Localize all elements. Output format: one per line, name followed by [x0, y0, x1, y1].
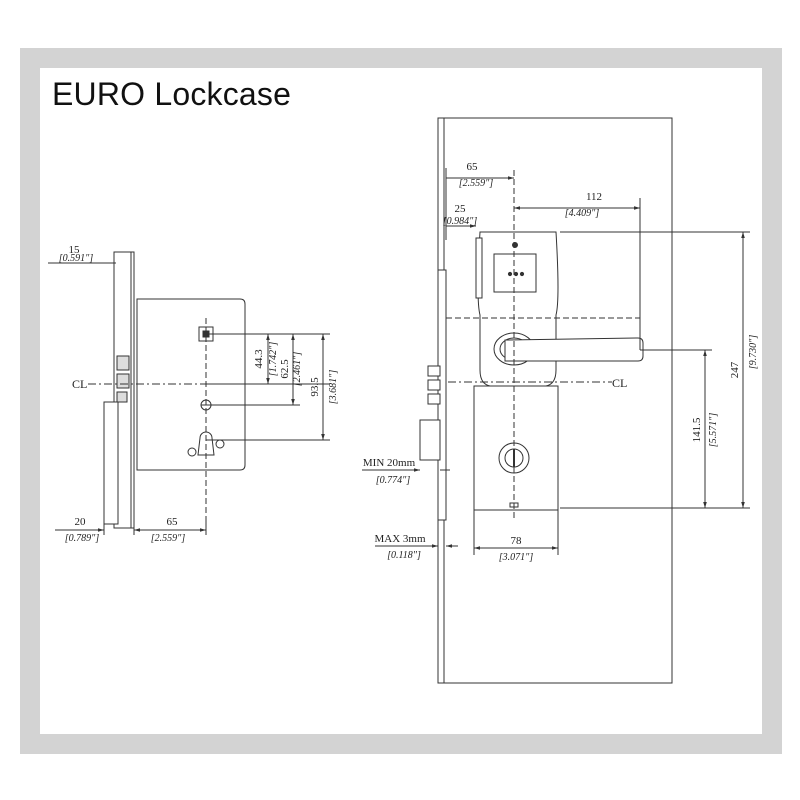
lower-housing: [103, 401, 119, 525]
dim-62-5-in: [2.461"]: [292, 352, 303, 387]
dim-65-left-in: [2.559"]: [151, 533, 186, 544]
dim-65-left: 65: [167, 516, 179, 528]
dim-62-5: 62.5: [279, 359, 291, 379]
min-20mm-in: [0.774"]: [376, 475, 411, 486]
dim-93-5-in: [3.681"]: [328, 370, 339, 405]
min-20mm: MIN 20mm: [363, 457, 416, 469]
dim-44-3: 44.3: [253, 349, 265, 369]
dim-25: 25: [455, 203, 467, 215]
page-title: EURO Lockcase: [52, 76, 292, 112]
dim-65-top-in: [2.559"]: [459, 178, 494, 189]
dim-247-in: [9.730"]: [748, 335, 759, 370]
lockcase-side-view: [48, 251, 330, 535]
dim-141-5-in: [5.571"]: [708, 413, 719, 448]
dim-78-in: [3.071"]: [499, 552, 534, 563]
dim-93-5: 93.5: [309, 377, 321, 397]
dim-112: 112: [586, 191, 602, 203]
max-3mm-in: [0.118"]: [387, 550, 421, 561]
dim-65-top: 65: [467, 161, 479, 173]
dim-20: 20: [75, 516, 87, 528]
bolt-block: [116, 373, 130, 389]
dim-15: 15: [69, 244, 81, 256]
led-indicator: [512, 242, 518, 248]
door-labels: 65 [2.559"] 112 [4.409"] 25 [0.984"] CL …: [363, 161, 759, 563]
lockcase-labels: 15 [0.591"] CL 44.3 [1.742"] 62.5 [2.461…: [59, 244, 339, 544]
door-front-view: [362, 117, 750, 684]
latch-block: [116, 355, 130, 371]
cl-right: CL: [612, 376, 627, 390]
dim-20-in: [0.789"]: [65, 533, 100, 544]
lever-handle: [504, 337, 644, 362]
dim-44-3-in: [1.742"]: [268, 342, 279, 377]
euro-cylinder-hole: [197, 431, 215, 456]
dim-141-5: 141.5: [691, 417, 703, 442]
cl-left: CL: [72, 377, 87, 391]
faceplate: [113, 251, 135, 529]
max-3mm: MAX 3mm: [374, 533, 425, 545]
dim-15-in: [0.591"]: [59, 253, 94, 264]
dim-247: 247: [729, 361, 741, 378]
dim-112-in: [4.409"]: [565, 208, 600, 219]
dim-25-in: [0.984"]: [443, 216, 478, 227]
dim-78: 78: [511, 535, 523, 547]
